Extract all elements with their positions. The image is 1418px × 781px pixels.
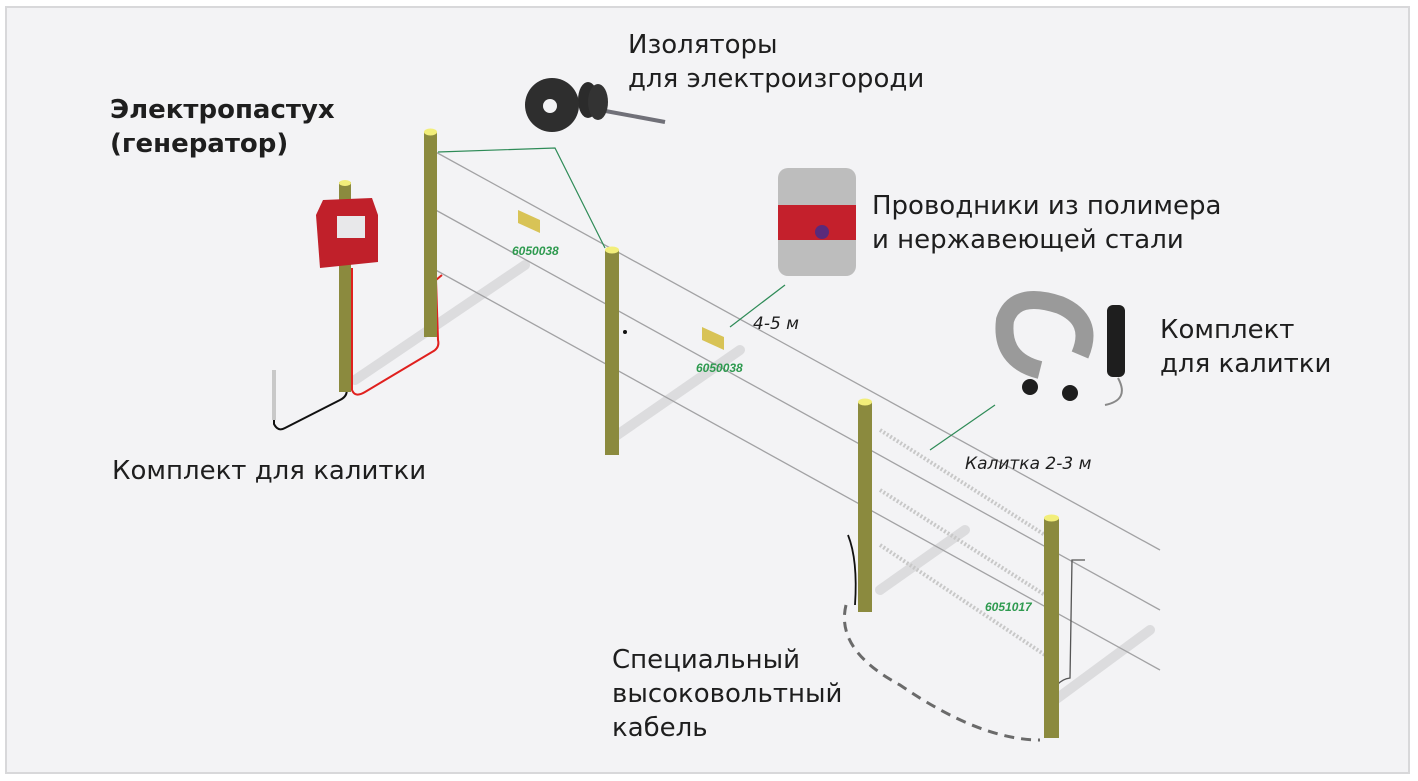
- cable-label: Специальный высоковольтный кабель: [612, 643, 842, 745]
- gate-kit-label-right: Комплект для калитки: [1160, 313, 1331, 381]
- gate-width-label: Калитка 2-3 м: [965, 454, 1092, 474]
- gate-kit-label-line-2: для калитки: [1160, 349, 1332, 379]
- underground-cable: [843, 604, 1041, 742]
- generator-label-line-1: Электропастух: [110, 95, 335, 125]
- cable-label-line-2: высоковольтный: [612, 679, 843, 709]
- generator-icon: [316, 180, 378, 392]
- gate-kit-icon: [995, 291, 1125, 406]
- ground-shadows: [350, 260, 1155, 705]
- gate-cable-left: [847, 534, 857, 606]
- gate-springs: [878, 428, 1047, 657]
- product-code-2: 6050038: [696, 361, 743, 375]
- conductors-label: Проводники из полимера и нержавеющей ста…: [872, 189, 1221, 257]
- hot-cable: [351, 268, 443, 396]
- leader-lines: [437, 147, 996, 451]
- gate-kit-label-line-1: Комплект: [1160, 315, 1295, 345]
- generator-label-line-2: (генератор): [110, 129, 289, 159]
- post-2: [605, 246, 627, 455]
- generator-label: Электропастух (генератор): [110, 93, 335, 161]
- post-4: [1044, 514, 1059, 738]
- conductors-label-line-1: Проводники из полимера: [872, 191, 1222, 221]
- post-3: [858, 398, 872, 612]
- insulator-icon: [525, 78, 666, 132]
- conductors-label-line-2: и нержавеющей стали: [872, 225, 1184, 255]
- gate-kit-label-left: Комплект для калитки: [112, 456, 427, 486]
- fence-wires: [431, 149, 1161, 671]
- insulators-label-line-2: для электроизгороди: [628, 64, 925, 94]
- product-code-1: 6050038: [512, 244, 559, 258]
- ground-rod: [272, 370, 276, 420]
- post-spacing-label: 4-5 м: [753, 314, 799, 334]
- cable-label-line-1: Специальный: [612, 645, 801, 675]
- post-1: [424, 128, 437, 337]
- cable-label-line-3: кабель: [612, 713, 708, 743]
- ground-cable: [273, 268, 348, 431]
- product-code-3: 6051017: [985, 600, 1033, 614]
- insulators-label: Изоляторы для электроизгороди: [628, 28, 924, 96]
- warning-sign-2: 6050038: [696, 327, 743, 375]
- warning-sign-1: 6050038: [512, 210, 559, 258]
- diagram-frame: [5, 6, 1410, 774]
- insulators-label-line-1: Изоляторы: [628, 30, 778, 60]
- conductor-spool-icon: [778, 168, 856, 276]
